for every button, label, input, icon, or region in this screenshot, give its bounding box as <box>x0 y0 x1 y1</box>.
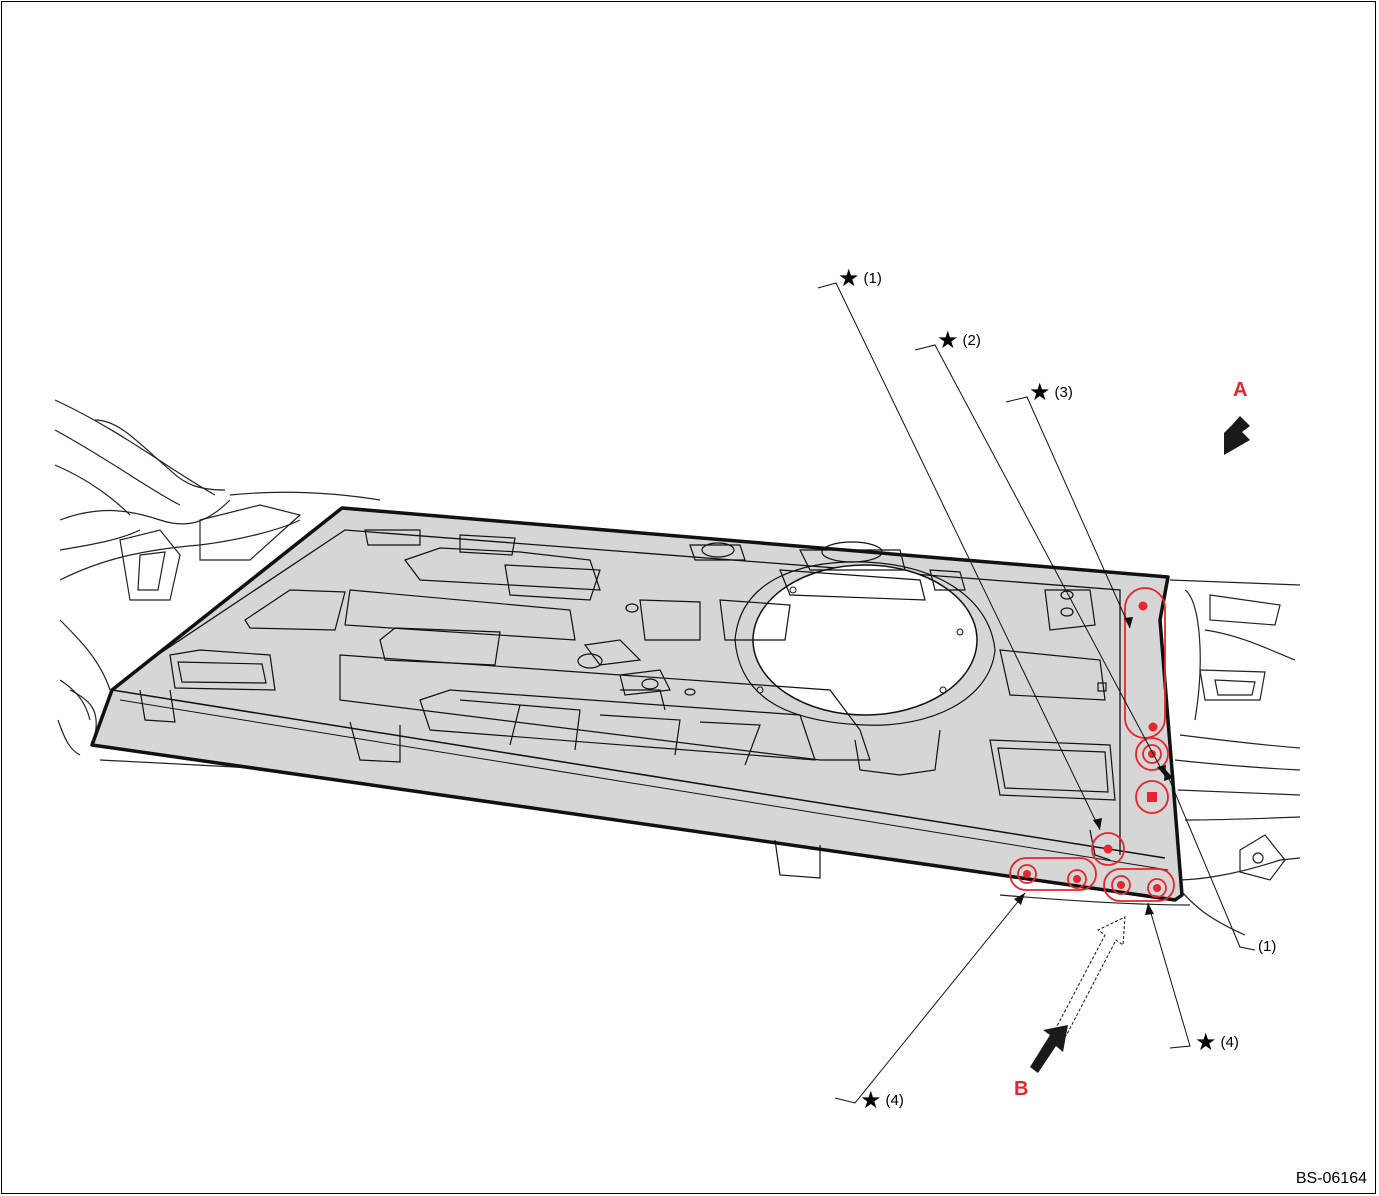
star-icon: ★ <box>838 265 860 292</box>
view-b-dashed-arrow <box>1054 916 1126 1037</box>
shelf-panel <box>90 506 1184 902</box>
weld-zone-1-right <box>1135 737 1169 771</box>
view-label-a: A <box>1233 379 1248 401</box>
star-icon: ★ <box>937 327 959 354</box>
callout-weld-4-left: ★(4) <box>860 1087 904 1114</box>
leader-lines <box>817 282 1256 1104</box>
callout-weld-4-right: ★(4) <box>1195 1029 1239 1056</box>
view-b-arrow <box>1030 1025 1068 1073</box>
leader-arrowheads <box>1014 617 1173 915</box>
weld-zone-1-top <box>1091 832 1125 866</box>
star-icon: ★ <box>1029 379 1051 406</box>
weld-zone-2 <box>1135 780 1169 814</box>
star-icon: ★ <box>1195 1029 1217 1056</box>
callout-weld-1-top: ★(1) <box>838 265 882 292</box>
star-icon: ★ <box>860 1087 882 1114</box>
view-label-b: B <box>1014 1078 1029 1100</box>
callout-weld-1-right: (1) <box>1258 938 1277 955</box>
weld-highlights <box>1009 587 1175 902</box>
callout-weld-3: ★(3) <box>1029 379 1073 406</box>
view-a-arrow <box>1224 416 1250 455</box>
weld-zone-4-right <box>1103 868 1175 902</box>
body-sketch-left <box>54 399 421 781</box>
weld-zone-4-left <box>1009 857 1097 891</box>
callout-weld-2: ★(2) <box>937 327 981 354</box>
body-sketch-right <box>999 579 1301 936</box>
figure-code: BS-06164 <box>1295 1170 1367 1187</box>
